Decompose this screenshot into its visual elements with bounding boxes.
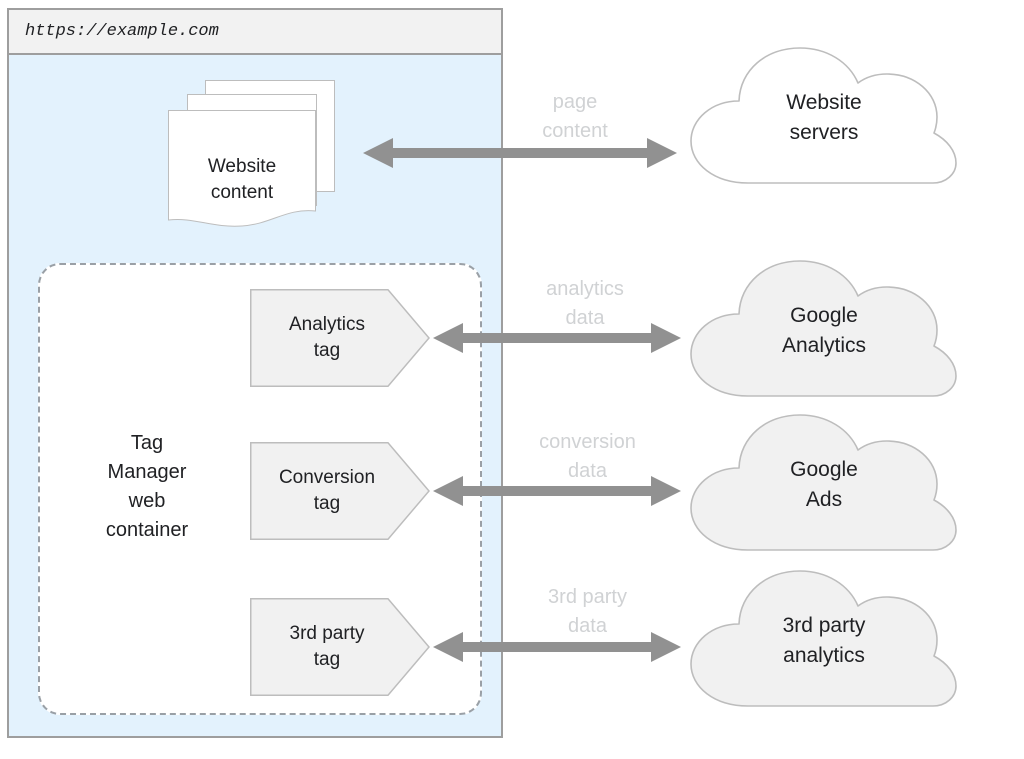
url-text: https://example.com [25,22,219,41]
third-party-data-arrow [433,630,681,664]
analytics-data-arrow [433,321,681,355]
browser-url-bar[interactable]: https://example.com [9,10,501,55]
conversion-data-arrow [433,474,681,508]
page-content-arrow [363,136,677,170]
